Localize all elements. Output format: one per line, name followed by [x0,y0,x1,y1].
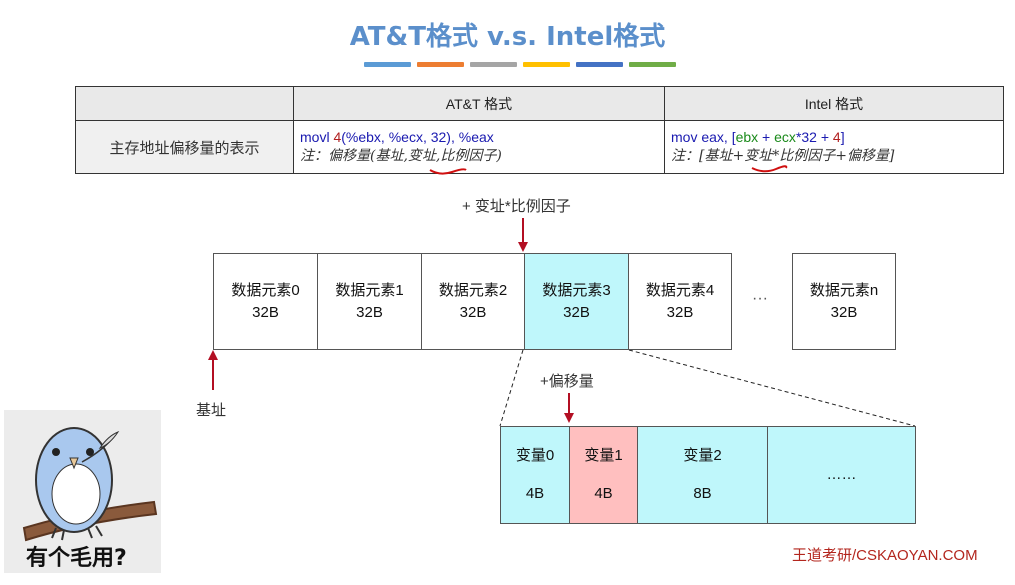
color-bar [364,62,411,67]
intel-note: 注：[基址+变址*比例因子+偏移量] [671,148,895,164]
base-arrow-shaft [212,358,214,390]
table-header-row: AT&T 格式 Intel 格式 [75,86,1004,121]
color-bar [629,62,676,67]
meme-panel [4,410,161,573]
offset-arrow-head [564,413,574,423]
color-bar [523,62,570,67]
table-header-empty [75,86,294,121]
struct-cell-rest: …… [767,426,916,524]
index-scale-label: + 变址*比例因子 [462,198,571,215]
att-cell: movl 4(%ebx, %ecx, 32), %eax 注：偏移量(基址,变址… [293,120,665,174]
color-bar [417,62,464,67]
offset-arrow-shaft [568,393,570,415]
att-note: 注：偏移量(基址,变址,比例因子) [300,148,502,164]
color-bar [576,62,623,67]
bird-illustration [22,427,158,542]
color-bar [470,62,517,67]
base-label: 基址 [196,402,227,419]
index-arrow-head [518,242,528,252]
table-header-intel: Intel 格式 [664,86,1004,121]
array-ellipsis: ··· [752,290,768,307]
format-comparison-table: AT&T 格式 Intel 格式 主存地址偏移量的表示 movl 4(%ebx,… [75,86,1004,174]
index-arrow-shaft [522,218,524,244]
intel-cell: mov eax, [ebx + ecx*32 + 4] 注：[基址+变址*比例因… [664,120,1004,174]
table-row: 主存地址偏移量的表示 movl 4(%ebx, %ecx, 32), %eax … [75,120,1004,174]
color-bar-strip [364,62,676,67]
footer-brand: 王道考研/CSKAOYAN.COM [792,547,978,564]
table-row-label: 主存地址偏移量的表示 [75,120,294,174]
table-header-att: AT&T 格式 [293,86,665,121]
offset-label: +偏移量 [540,373,594,390]
intel-code: mov eax, [ebx + ecx*32 + 4] [671,129,845,145]
meme-caption: 有个毛用? [26,546,127,571]
page-title: AT&T格式 v.s. Intel格式 [349,22,666,52]
att-code: movl 4(%ebx, %ecx, 32), %eax [300,129,494,145]
base-arrow-head [208,350,218,360]
